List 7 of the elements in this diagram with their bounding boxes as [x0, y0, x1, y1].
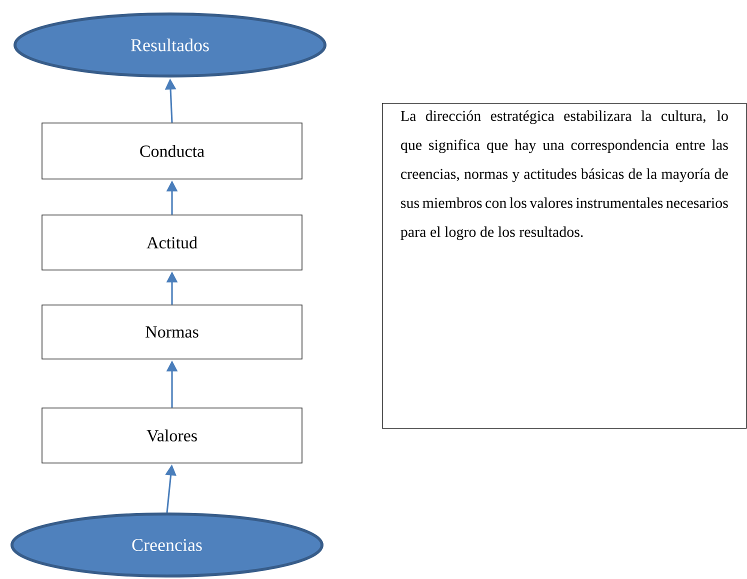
process-box: Normas: [42, 304, 302, 360]
ellipse-node: Creencias: [10, 512, 324, 578]
ellipse-node: Resultados: [14, 12, 326, 78]
process-box: Actitud: [42, 214, 302, 270]
process-box: Conducta: [42, 122, 302, 180]
text-box: La dirección estratégica estabilizara la cultura, lo que significa que hay una correspondencia entre las creencias, normas y actitudes básicas de la mayoría de sus miembros con los valores instrumentales necesarios para el logro de los resultados.: [382, 103, 747, 429]
process-box: Valores: [42, 408, 302, 464]
